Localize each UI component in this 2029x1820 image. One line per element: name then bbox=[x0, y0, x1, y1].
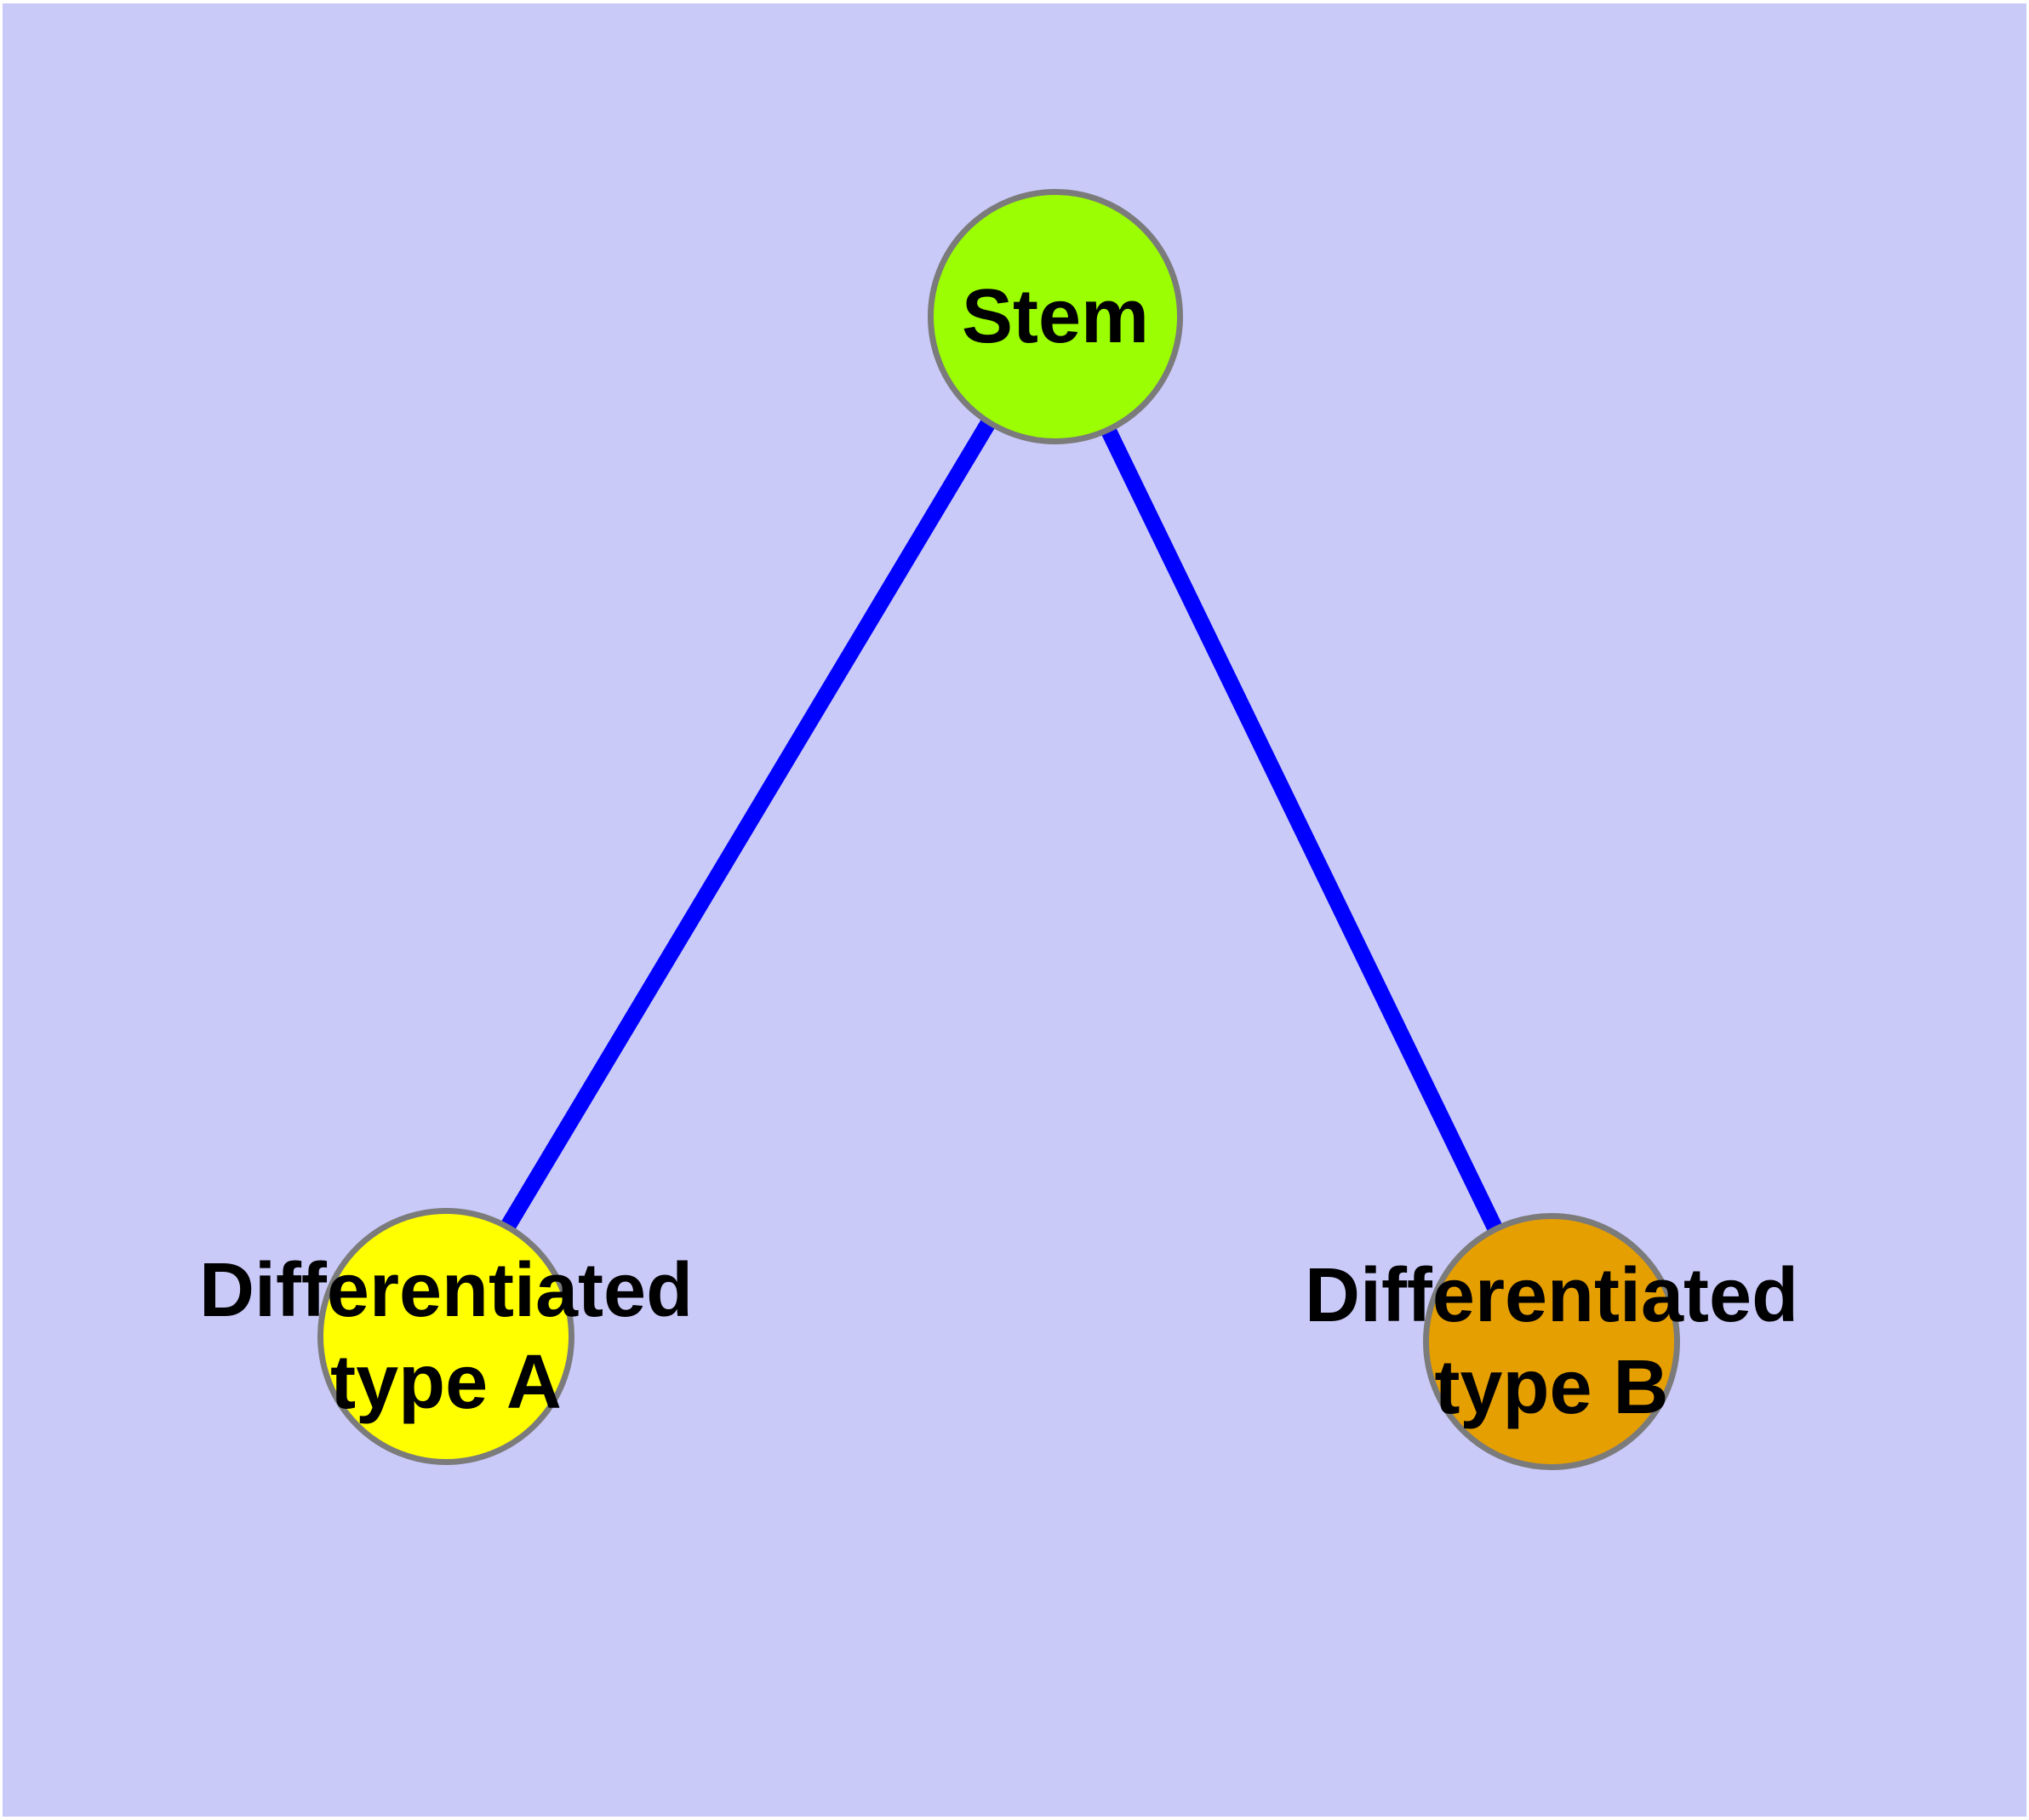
diagram-canvas: Stem Differentiated type A Differentiate… bbox=[3, 3, 2026, 1817]
node-label-differentiated-type-b: Differentiated type B bbox=[1304, 1253, 1799, 1430]
node-differentiated-type-a bbox=[317, 1208, 574, 1465]
node-stem bbox=[928, 189, 1183, 444]
edge-stem-to-type-a bbox=[437, 311, 1060, 1336]
edge-stem-to-type-b bbox=[1045, 312, 1555, 1341]
edge-layer bbox=[437, 311, 1555, 1341]
node-differentiated-type-b bbox=[1423, 1213, 1680, 1470]
node-label-stem: Stem bbox=[961, 274, 1150, 359]
node-label-differentiated-type-a: Differentiated type A bbox=[198, 1248, 694, 1425]
